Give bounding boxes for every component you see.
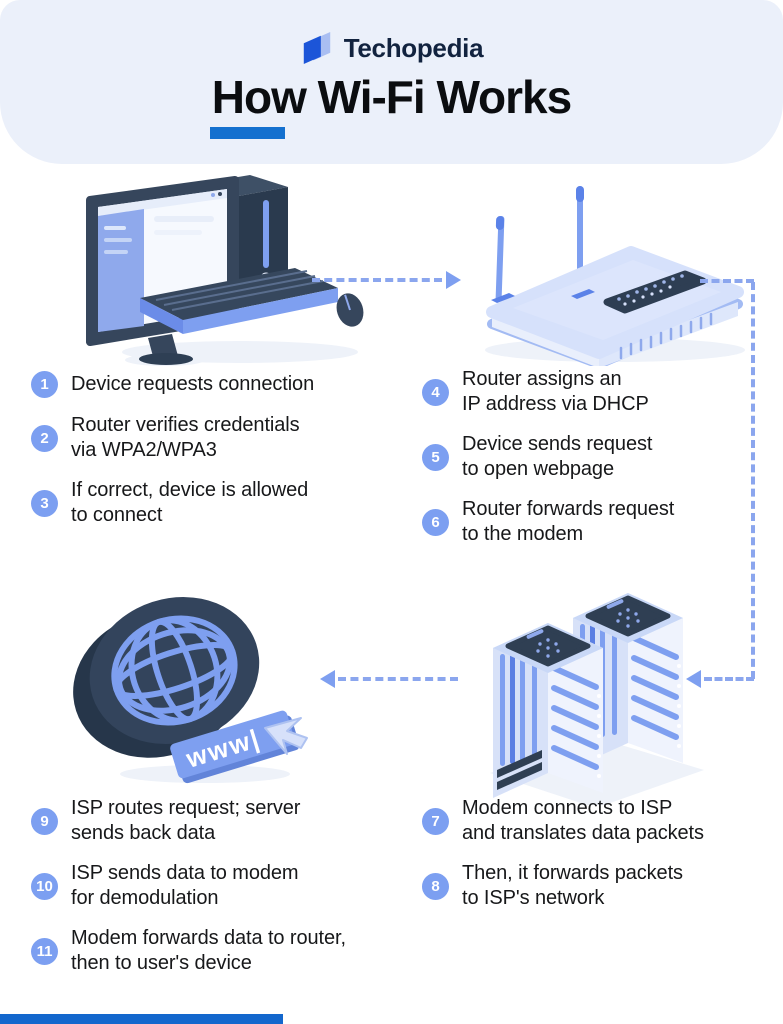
step-number-badge: 6 — [422, 508, 449, 536]
techopedia-logo-icon — [303, 31, 330, 65]
steps-isp: 9 ISP routes request; server sends back … — [31, 796, 461, 991]
step-text: Modem connects to ISP and translates dat… — [462, 797, 704, 844]
step-text: Router verifies credentials via WPA2/WPA… — [71, 414, 300, 461]
header-band: Techopedia How Wi-Fi Works — [0, 0, 783, 164]
step-item: 11 Modem forwards data to router, then t… — [31, 926, 461, 976]
step-item: 9 ISP routes request; server sends back … — [31, 796, 461, 846]
internet-globe-illustration: www| — [73, 597, 308, 784]
step-number-badge: 10 — [31, 872, 58, 900]
step-item: 1 Device requests connection — [31, 371, 411, 398]
step-number-badge: 4 — [422, 378, 449, 406]
step-text: Device sends request to open webpage — [462, 433, 653, 480]
steps-router: 4 Router assigns an IP address via DHCP … — [422, 367, 772, 562]
step-item: 5 Device sends request to open webpage — [422, 432, 772, 482]
brand-name: Techopedia — [343, 32, 484, 63]
dashed-connector-computer-router — [312, 278, 442, 282]
step-item: 3 If correct, device is allowed to conne… — [31, 478, 411, 528]
step-number-badge: 1 — [31, 371, 58, 398]
arrowhead-left-icon — [320, 670, 335, 688]
title-underline — [210, 127, 285, 139]
desktop-computer-illustration — [86, 175, 364, 366]
dashed-connector-router-down-top — [700, 279, 754, 283]
step-item: 2 Router verifies credentials via WPA2/W… — [31, 413, 411, 463]
step-text: Router forwards request to the modem — [462, 498, 675, 545]
wifi-router-illustration — [485, 186, 745, 366]
step-text: Modem forwards data to router, then to u… — [71, 927, 346, 974]
step-text: Device requests connection — [71, 373, 315, 395]
dashed-connector-vertical — [751, 282, 755, 679]
step-number-badge: 5 — [422, 443, 449, 471]
footer-accent-bar — [0, 1014, 283, 1024]
step-item: 8 Then, it forwards packets to ISP's net… — [422, 861, 772, 911]
step-text: Then, it forwards packets to ISP's netwo… — [462, 862, 683, 909]
steps-modem: 7 Modem connects to ISP and translates d… — [422, 796, 772, 926]
techopedia-logo: Techopedia — [0, 30, 783, 66]
modem-servers-illustration — [490, 593, 704, 805]
step-text: Router assigns an IP address via DHCP — [462, 368, 649, 415]
step-number-badge: 2 — [31, 424, 58, 452]
dashed-connector-servers-internet — [338, 677, 458, 681]
steps-connection: 1 Device requests connection 2 Router ve… — [31, 371, 411, 543]
step-text: If correct, device is allowed to connect — [71, 479, 309, 526]
step-number-badge: 9 — [31, 807, 58, 835]
step-item: 4 Router assigns an IP address via DHCP — [422, 367, 772, 417]
step-number-badge: 3 — [31, 489, 58, 517]
arrowhead-right-icon — [446, 271, 461, 289]
step-text: ISP sends data to modem for demodulation — [71, 862, 299, 909]
step-number-badge: 7 — [422, 807, 449, 835]
step-item: 6 Router forwards request to the modem — [422, 497, 772, 547]
step-item: 7 Modem connects to ISP and translates d… — [422, 796, 772, 846]
step-number-badge: 8 — [422, 872, 449, 900]
page-title: How Wi-Fi Works — [211, 71, 572, 123]
step-number-badge: 11 — [31, 937, 58, 965]
dashed-connector-to-servers — [704, 677, 754, 681]
step-text: ISP routes request; server sends back da… — [71, 797, 301, 844]
step-item: 10 ISP sends data to modem for demodulat… — [31, 861, 461, 911]
arrowhead-left-icon — [686, 670, 701, 688]
